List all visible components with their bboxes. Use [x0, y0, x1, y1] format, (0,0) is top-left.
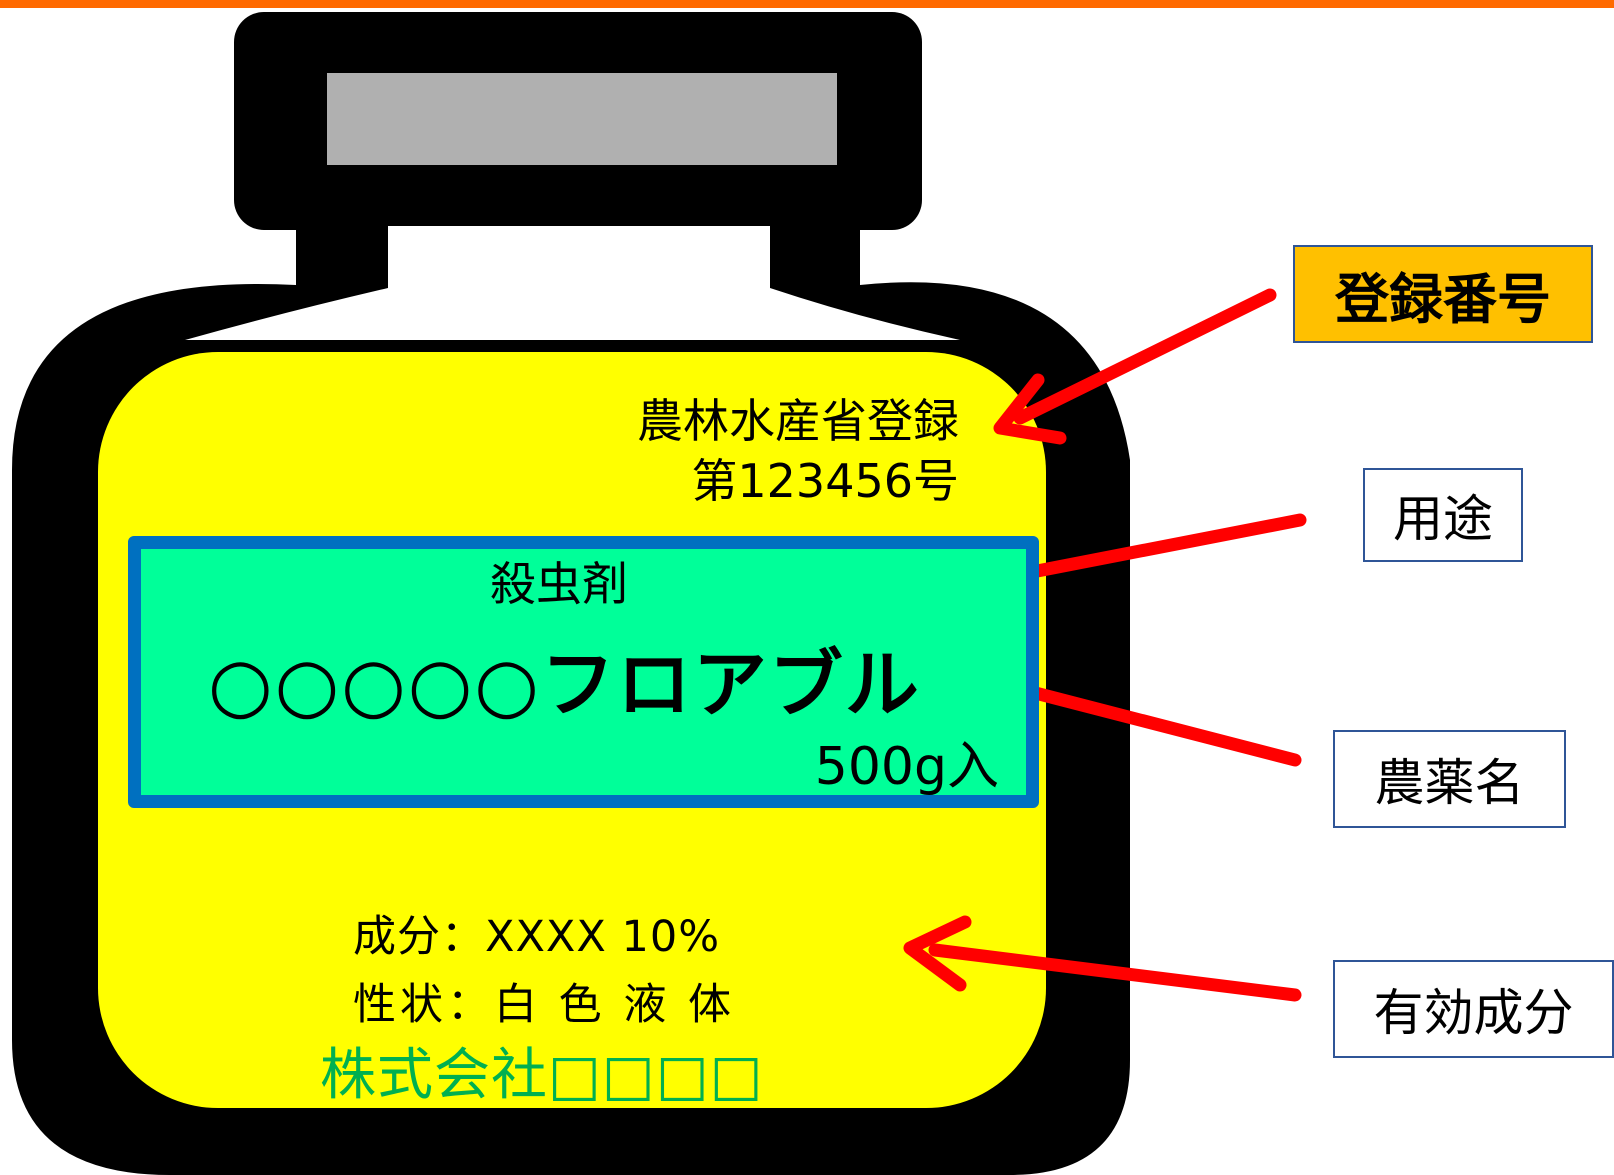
use-text: 殺虫剤: [490, 557, 628, 611]
callout-use: 用途: [1363, 468, 1523, 562]
callout-pesticide-name: 農薬名: [1333, 730, 1566, 828]
arrow-registration: [993, 288, 1277, 445]
ingredient-text: 成分：XXXX 10%: [353, 912, 721, 962]
callout-active-ingredient: 有効成分: [1333, 960, 1614, 1058]
pesticide-name-suffix: フロアブル: [540, 642, 921, 728]
maker-text: 株式会社□□□□: [320, 1043, 764, 1108]
property-text: 性状：白 色 液 体: [353, 980, 736, 1030]
pesticide-name: ○○○○○フロアブル: [208, 625, 921, 732]
product-name-panel: [128, 536, 1039, 808]
registration-line-1: 農林水産省登録: [637, 394, 959, 448]
callout-registration-number: 登録番号: [1293, 245, 1593, 343]
quantity-text: 500g入: [814, 737, 999, 797]
bottle-neck-interior: [185, 226, 960, 340]
top-accent-bar: [0, 0, 1614, 8]
pesticide-name-circles: ○○○○○: [208, 642, 541, 728]
cap-label: [327, 73, 837, 165]
registration-line-2: 第123456号: [691, 454, 959, 508]
arrow-ingredient: [903, 915, 1302, 1002]
